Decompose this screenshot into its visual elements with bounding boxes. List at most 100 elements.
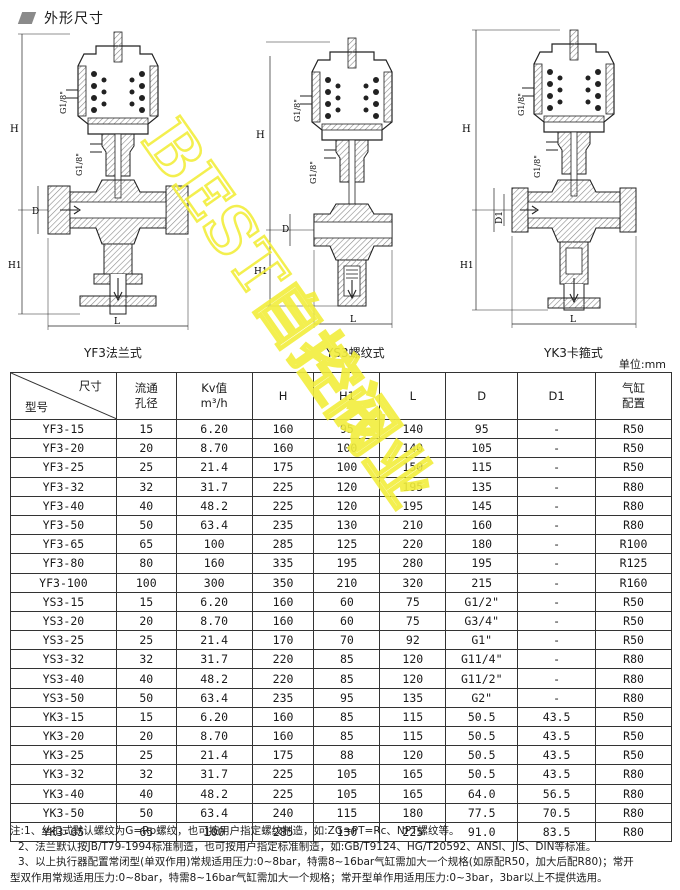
cell-d1: - [517, 610, 597, 632]
cell-d1: - [517, 553, 597, 574]
cell-d1: - [517, 438, 597, 459]
cell-h1: 100 [313, 438, 381, 459]
port-label: G1/8" [517, 93, 526, 116]
h1-label: H1 [460, 261, 474, 271]
cell-bore: 40 [115, 495, 177, 516]
cell-bore: 20 [115, 725, 177, 747]
header-kv: Kv值 m³/h [175, 372, 253, 420]
cell-cylinder: R50 [595, 706, 672, 728]
cell-h1: 85 [313, 668, 381, 689]
cell-d1: - [517, 630, 597, 651]
cell-l: 120 [379, 649, 447, 670]
cell-model: YK3-40 [10, 783, 117, 804]
cell-kv: 63.4 [175, 514, 253, 536]
cell-kv: 8.70 [175, 610, 253, 632]
cell-h1: 210 [313, 572, 381, 593]
cell-d: 105 [445, 438, 519, 459]
cell-h: 170 [251, 630, 315, 651]
cell-kv: 21.4 [175, 457, 253, 478]
cell-kv: 31.7 [175, 764, 253, 785]
cell-bore: 25 [115, 745, 177, 766]
l-label: L [114, 317, 120, 327]
cell-bore: 20 [115, 438, 177, 459]
cell-cylinder: R80 [595, 649, 672, 670]
cell-d1: 83.5 [517, 821, 597, 843]
header-l: L [379, 372, 447, 420]
note-3-continued: 型双作用常规适用压力:0~8bar，特需8~16bar气缸需加大一个规格；常开型… [10, 871, 608, 884]
cell-model: YK3-25 [10, 745, 117, 766]
cell-d1: 56.5 [517, 783, 597, 804]
cell-h1: 85 [313, 649, 381, 670]
l-label: L [570, 315, 576, 325]
cell-d1: 70.5 [517, 802, 597, 823]
section-marker-icon [17, 12, 37, 24]
section-header: 外形尺寸 [17, 8, 104, 28]
cell-d: G11/4" [445, 649, 519, 670]
cell-d1: - [517, 572, 597, 593]
cell-model: YS3-25 [10, 630, 117, 651]
cell-h: 160 [251, 706, 315, 728]
cell-d: G3/4" [445, 610, 519, 632]
port-label: G1/8" [309, 161, 318, 184]
cell-model: YF3-50 [10, 514, 117, 536]
cell-bore: 15 [115, 591, 177, 612]
cell-bore: 50 [115, 514, 177, 536]
header-cylinder: 气缸 配置 [595, 372, 672, 420]
cell-h1: 95 [313, 418, 381, 440]
cell-model: YK3-50 [10, 802, 117, 823]
h1-label: H1 [8, 261, 22, 271]
cell-kv: 8.70 [175, 725, 253, 747]
cell-kv: 48.2 [175, 495, 253, 516]
caption-threaded: YS3螺纹式 [326, 346, 385, 360]
cell-l: 195 [379, 476, 447, 497]
cell-d: 91.0 [445, 821, 519, 843]
cell-l: 165 [379, 764, 447, 785]
cell-l: 140 [379, 438, 447, 459]
cell-h1: 130 [313, 514, 381, 536]
note-3: 3、以上执行器配置常闭型(单双作用)常规适用压力:0~8bar，特需8~16ba… [18, 856, 634, 868]
cell-l: 140 [379, 418, 447, 440]
header-h: H [251, 372, 315, 420]
header-d: D [445, 372, 519, 420]
cell-cylinder: R80 [595, 495, 672, 516]
cell-h: 220 [251, 649, 315, 670]
cell-d: G11/2" [445, 668, 519, 689]
cell-h1: 105 [313, 764, 381, 785]
cell-d: 115 [445, 457, 519, 478]
cell-d: 95 [445, 418, 519, 440]
cell-model: YF3-32 [10, 476, 117, 497]
cell-bore: 32 [115, 649, 177, 670]
cell-d: 50.5 [445, 725, 519, 747]
cell-cylinder: R80 [595, 476, 672, 497]
cell-bore: 20 [115, 610, 177, 632]
cell-h1: 85 [313, 706, 381, 728]
cell-cylinder: R80 [595, 764, 672, 785]
cell-kv: 100 [175, 534, 253, 555]
cell-cylinder: R80 [595, 668, 672, 689]
cell-model: YF3-25 [10, 457, 117, 478]
cell-d1: - [517, 457, 597, 478]
dimension-drawings: H H1 D L G1/8" G1/8" H H1 D L G1/8" G1/8… [8, 29, 637, 330]
cell-d: 50.5 [445, 706, 519, 728]
cell-h: 240 [251, 802, 315, 823]
cell-model: YS3-50 [10, 687, 117, 708]
cell-h: 225 [251, 764, 315, 785]
notes: 注:1、丝扣式默认螺纹为G=Rp螺纹，也可按用户指定螺纹制造，如:ZG=PT=R… [10, 824, 674, 886]
cell-bore: 40 [115, 783, 177, 804]
clamp-valve-drawing: H H1 D1 L G1/8" G1/8" [460, 29, 637, 328]
cell-bore: 15 [115, 418, 177, 440]
cell-h1: 105 [313, 783, 381, 804]
cell-bore: 15 [115, 706, 177, 728]
table-header-row: 尺寸 型号 流通 孔径 Kv值 m³/h H H1 L D D1 气缸 配置 [10, 372, 672, 420]
caption-clamp: YK3卡箍式 [544, 346, 603, 360]
port-label: G1/8" [293, 99, 302, 122]
l-label: L [350, 315, 356, 325]
cell-d1: - [517, 418, 597, 440]
